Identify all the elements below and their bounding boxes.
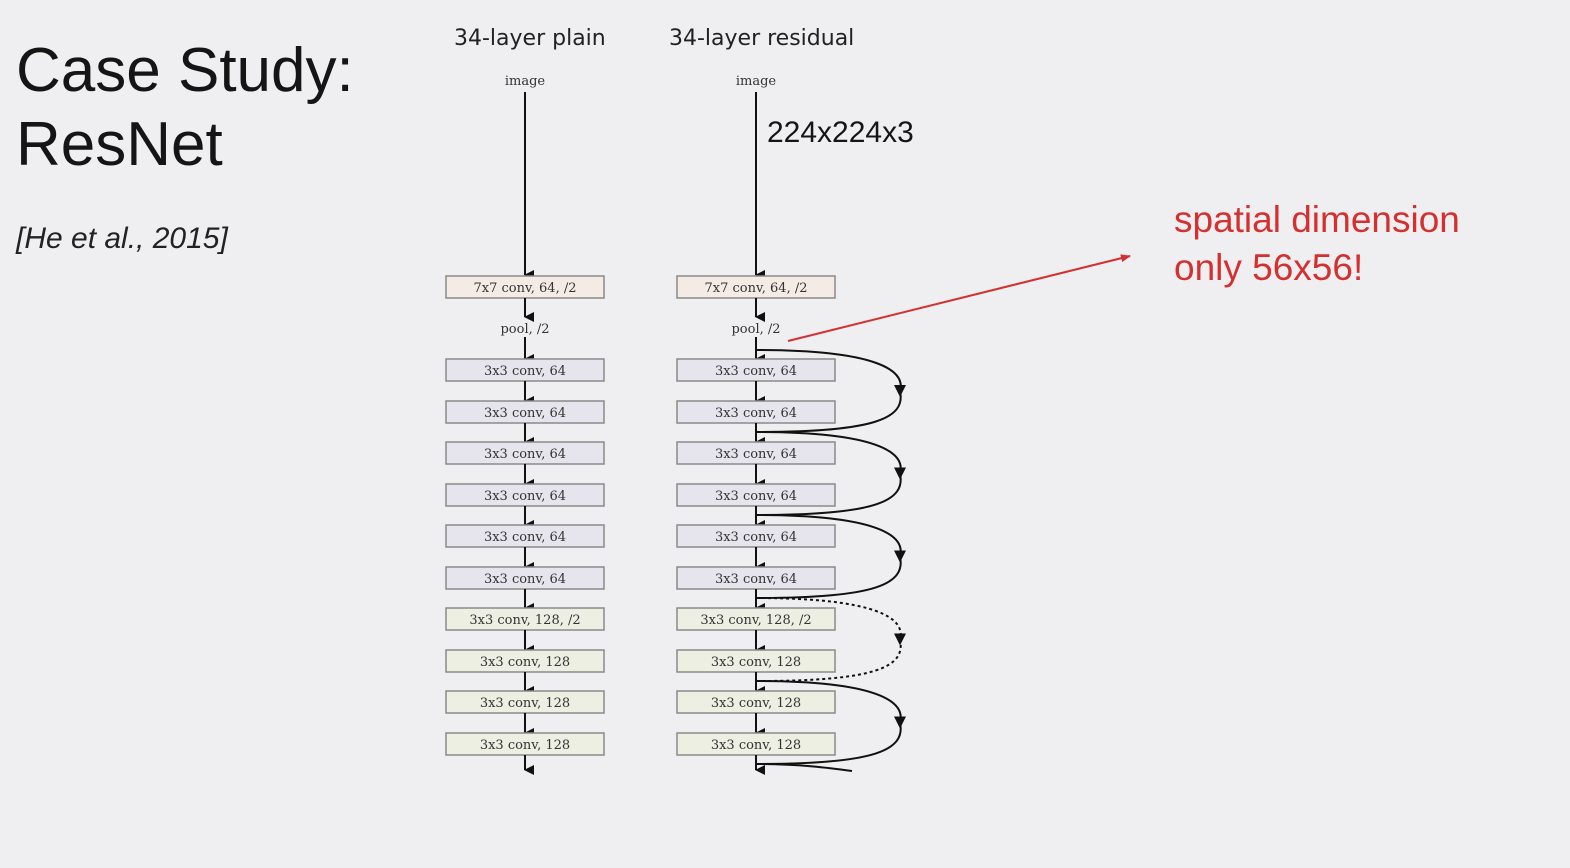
plain-layer-label: pool, /2 (500, 322, 549, 337)
skip-arrowhead (894, 633, 906, 646)
title-line-2: ResNet (16, 110, 223, 179)
plain-column-title: 34-layer plain (454, 26, 606, 51)
plain-layer-label: 3x3 conv, 64 (484, 406, 566, 421)
spatial-dimension-note: spatial dimension only 56x56! (1174, 196, 1460, 292)
plain-network: image 7x7 conv, 64, /2 pool, /2 3x3 conv, 6… (445, 74, 605, 775)
plain-layer-label: 3x3 conv, 64 (484, 364, 566, 379)
plain-layer-label: 3x3 conv, 128, /2 (469, 613, 580, 628)
residual-layer-label: 3x3 conv, 64 (715, 572, 797, 587)
plain-layer-label: 3x3 conv, 128 (480, 655, 570, 670)
residual-layer-label: 3x3 conv, 64 (715, 364, 797, 379)
residual-network: image 7x7 conv, 64, /2 pool, /2 3x3 conv, 6… (676, 74, 836, 775)
plain-layer-label: 3x3 conv, 64 (484, 447, 566, 462)
skip-connection-tail (755, 763, 853, 772)
residual-layer-label: 3x3 conv, 64 (715, 406, 797, 421)
skip-arrowhead (894, 716, 906, 729)
note-line-2: only 56x56! (1174, 247, 1364, 288)
residual-layer-label: 3x3 conv, 64 (715, 530, 797, 545)
residual-layer-label: pool, /2 (731, 322, 780, 337)
citation: [He et al., 2015] (16, 222, 228, 255)
residual-column-title: 34-layer residual (669, 26, 855, 51)
residual-layer-label: 3x3 conv, 128 (711, 738, 801, 753)
residual-layer-label: 3x3 conv, 64 (715, 447, 797, 462)
residual-layer-label: 3x3 conv, 128, /2 (700, 613, 811, 628)
plain-layer-label: 7x7 conv, 64, /2 (473, 281, 576, 296)
input-dimensions-label: 224x224x3 (767, 116, 914, 149)
residual-layer-label: 3x3 conv, 128 (711, 696, 801, 711)
skip-arrowhead (894, 385, 906, 397)
skip-arrowhead (894, 550, 906, 563)
title-line-1: Case Study: (16, 36, 354, 105)
plain-layer-label: 3x3 conv, 64 (484, 530, 566, 545)
residual-layer-label: 3x3 conv, 64 (715, 489, 797, 504)
plain-layer-label: 3x3 conv, 64 (484, 489, 566, 504)
annotation-arrow (787, 254, 1131, 342)
plain-layer-label: 3x3 conv, 128 (480, 738, 570, 753)
plain-layer-label: 3x3 conv, 128 (480, 696, 570, 711)
residual-layer-label: 3x3 conv, 128 (711, 655, 801, 670)
slide-title: Case Study: ResNet (16, 34, 354, 182)
skip-connections (755, 349, 906, 772)
note-line-1: spatial dimension (1174, 199, 1460, 240)
residual-input-label: image (736, 74, 777, 89)
plain-input-label: image (505, 74, 546, 89)
residual-layer-label: 7x7 conv, 64, /2 (704, 281, 807, 296)
plain-layer-label: 3x3 conv, 64 (484, 572, 566, 587)
skip-arrowhead (894, 467, 906, 480)
